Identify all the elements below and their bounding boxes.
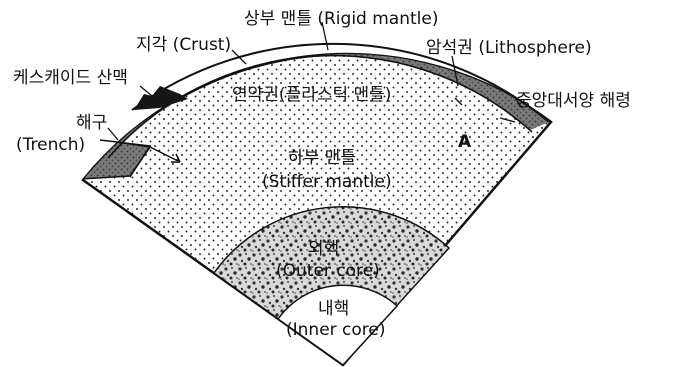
label-point-a: A <box>458 132 472 152</box>
label-ridge: 중앙대서양 해령 <box>516 91 631 111</box>
label-crust: 지각 (Crust) <box>136 35 231 55</box>
label-trench-en: (Trench) <box>16 135 85 155</box>
label-trench-kr: 해구 <box>76 113 107 133</box>
label-outer-core-kr: 외핵 <box>308 239 339 259</box>
label-lower-mantle-kr: 하부 맨틀 <box>288 148 356 168</box>
leader-trench <box>108 128 118 140</box>
label-upper-mantle: 상부 맨틀 (Rigid mantle) <box>244 9 438 29</box>
label-outer-core-en: (Outer core) <box>276 261 380 281</box>
label-inner-core-kr: 내핵 <box>318 299 349 319</box>
label-inner-core-en: (Inner core) <box>286 320 386 340</box>
label-lower-mantle-en: (Stiffer mantle) <box>262 172 392 192</box>
label-lithosphere: 암석권 (Lithosphere) <box>426 38 592 58</box>
label-asthenosphere: 연약권(플라스틱 맨틀) <box>232 85 391 105</box>
leader-crust <box>232 50 246 64</box>
label-cascade: 케스캐이드 산맥 <box>13 68 128 88</box>
